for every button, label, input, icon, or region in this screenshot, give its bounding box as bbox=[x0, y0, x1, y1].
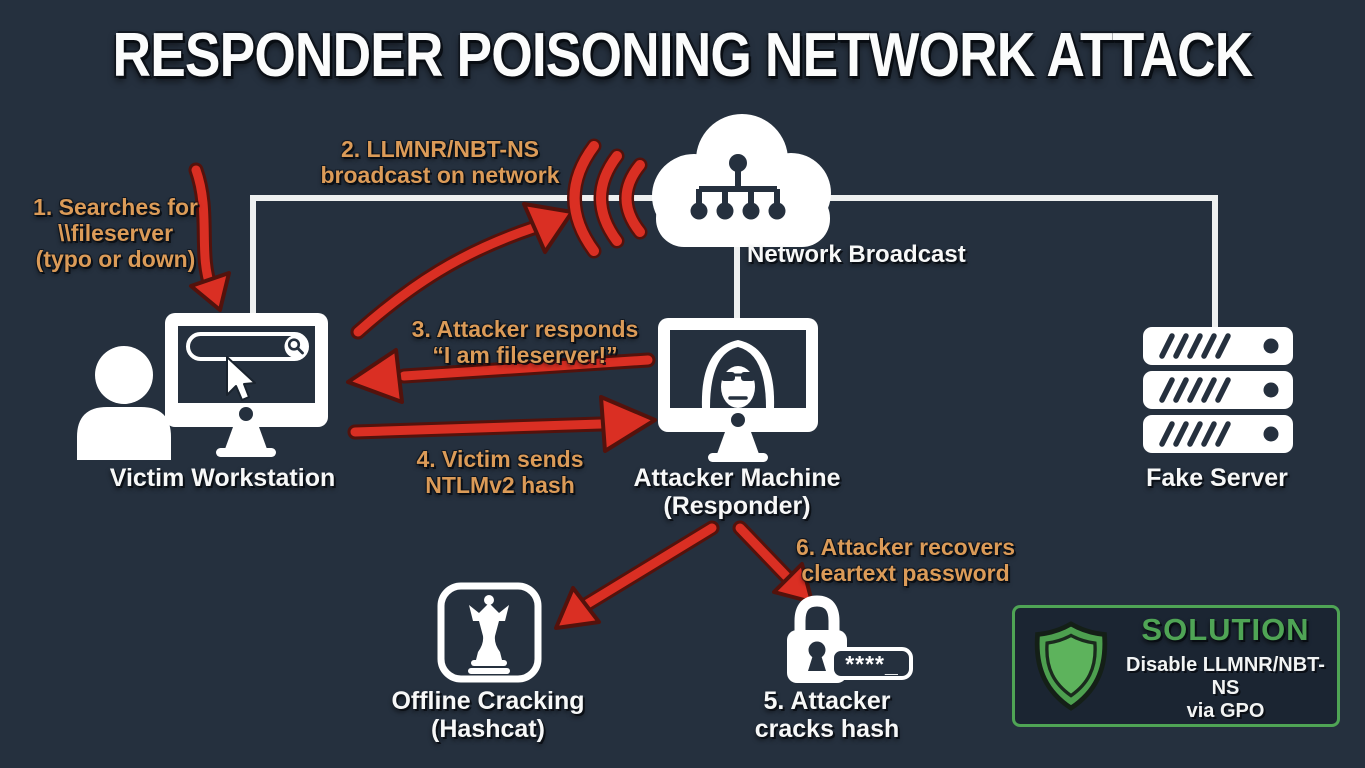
step4-label: 4. Victim sends NTLMv2 hash bbox=[416, 446, 584, 498]
attacker-machine-label: Attacker Machine (Responder) bbox=[633, 464, 841, 520]
offline-cracking-label: Offline Cracking (Hashcat) bbox=[391, 687, 585, 743]
network-broadcast-label: Network Broadcast bbox=[747, 241, 966, 268]
arrow-step2 bbox=[350, 202, 574, 340]
solution-text: Disable LLMNR/NBT-NS via GPO bbox=[1126, 653, 1325, 722]
cursor-icon bbox=[226, 356, 256, 401]
step2-label: 2. LLMNR/NBT-NS broadcast on network bbox=[320, 136, 560, 188]
network-cloud-icon bbox=[652, 114, 831, 247]
hashcat-chess-icon bbox=[437, 582, 542, 683]
arrow-crack-hash bbox=[732, 520, 814, 604]
step6-label: 6. Attacker recovers cleartext password bbox=[795, 534, 1016, 586]
solution-title: SOLUTION bbox=[1141, 611, 1310, 647]
step1-label: 1. Searches for \\fileserver (typo or do… bbox=[33, 194, 198, 272]
attacker-machine-icon bbox=[658, 318, 818, 462]
wifi-broadcast-icon bbox=[567, 138, 648, 259]
victim-workstation-label: Victim Workstation bbox=[109, 464, 336, 492]
hooded-hacker-icon bbox=[701, 340, 775, 408]
network-tree-icon bbox=[690, 154, 786, 220]
page-title: RESPONDER POISONING NETWORK ATTACK bbox=[112, 21, 1254, 90]
search-icon bbox=[186, 332, 309, 361]
fake-server-label: Fake Server bbox=[1146, 464, 1288, 492]
arrow-offline-cracking bbox=[554, 520, 720, 630]
password-mask-text: ****_ bbox=[845, 651, 899, 677]
step3-label: 3. Attacker responds “I am fileserver!” bbox=[411, 316, 639, 368]
victim-person-icon bbox=[77, 346, 171, 460]
crack-hash-label: 5. Attacker cracks hash bbox=[754, 687, 900, 743]
fake-server-icon bbox=[1143, 327, 1293, 453]
arrow-step4 bbox=[347, 395, 657, 453]
victim-workstation-icon bbox=[165, 313, 328, 457]
shield-icon bbox=[1034, 621, 1108, 711]
arrow-step3 bbox=[346, 348, 656, 404]
arrow-step1 bbox=[188, 162, 231, 312]
password-field bbox=[830, 647, 913, 680]
solution-box: SOLUTION Disable LLMNR/NBT-NS via GPO bbox=[1012, 605, 1340, 727]
